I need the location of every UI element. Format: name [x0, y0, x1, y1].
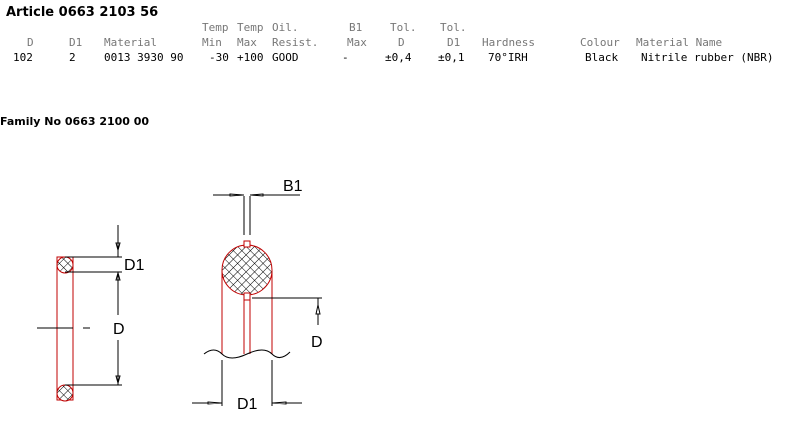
cell-d1: 2	[69, 51, 76, 64]
family-title: Family No 0663 2100 00	[0, 115, 150, 128]
cell-material-name: Nitrile rubber (NBR)	[641, 51, 774, 64]
header-b1-1: B1	[349, 21, 363, 34]
header-material: Material	[104, 36, 157, 49]
header-b1-2: Max	[347, 36, 367, 49]
header-tol-d-2: D	[398, 36, 405, 49]
label-d1-bottom: D1	[237, 396, 258, 413]
cell-colour: Black	[585, 51, 619, 64]
label-d-left: D	[113, 321, 125, 338]
header-oil-1: Oil.	[272, 21, 299, 34]
header-tol-d1-1: Tol.	[440, 21, 467, 34]
label-d-right: D	[311, 334, 323, 351]
header-temp-max-2: Max	[237, 36, 257, 49]
article-title: Article 0663 2103 56	[6, 5, 159, 20]
header-tol-d1-2: D1	[447, 36, 461, 49]
cell-oil-resist: GOOD	[272, 51, 299, 64]
header-hardness: Hardness	[482, 36, 535, 49]
header-d1: D1	[69, 36, 83, 49]
ring-section-view: B1 D D1	[192, 178, 323, 413]
header-colour: Colour	[580, 36, 620, 49]
header-temp-max-1: Temp	[237, 21, 264, 34]
label-b1: B1	[283, 178, 303, 195]
cell-d: 102	[13, 51, 33, 64]
label-d1-left: D1	[124, 257, 145, 274]
header-temp-min-1: Temp	[202, 21, 229, 34]
cell-temp-max: +100	[237, 51, 264, 64]
ring-front-view: D1 D	[37, 225, 145, 402]
cell-material: 0013 3930 90	[104, 51, 184, 64]
cell-b1-max: -	[342, 51, 349, 64]
header-d: D	[27, 36, 34, 49]
header-tol-d-1: Tol.	[390, 21, 417, 34]
cell-tol-d: ±0,4	[385, 51, 412, 64]
header-oil-2: Resist.	[272, 36, 319, 49]
cell-tol-d1: ±0,1	[438, 51, 465, 64]
header-material-name: Material Name	[636, 36, 723, 49]
cell-temp-min: -30	[209, 51, 229, 64]
cell-hardness: 70°IRH	[488, 51, 528, 64]
header-temp-min-2: Min	[202, 36, 222, 49]
